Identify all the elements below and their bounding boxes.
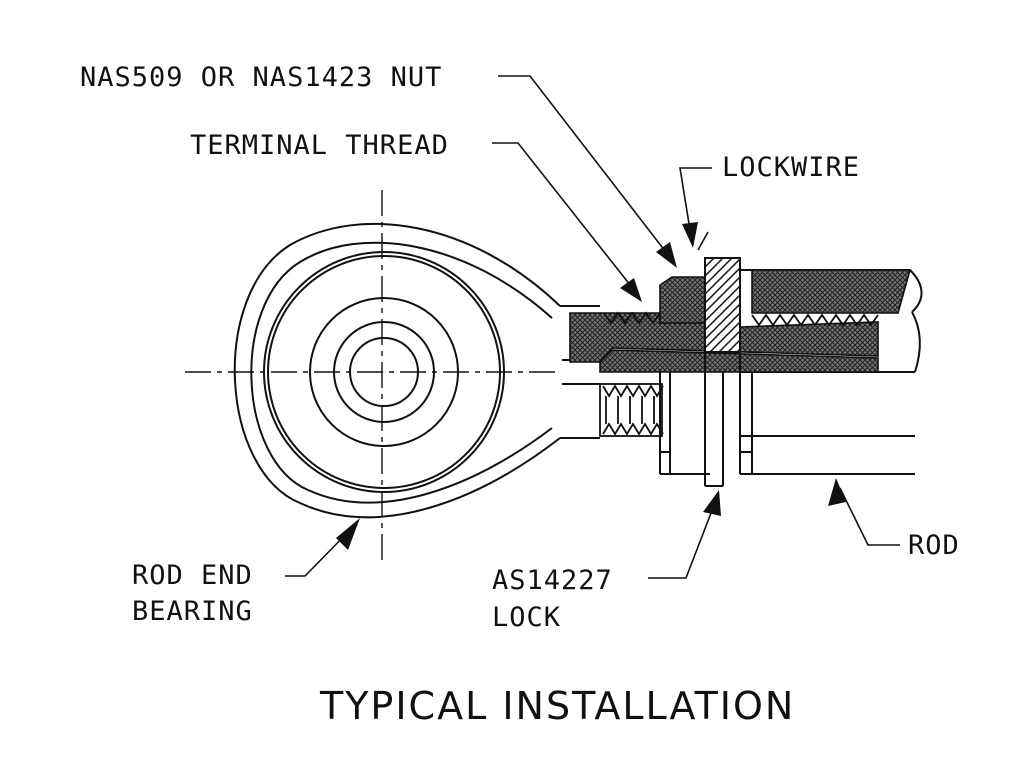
label-rod: ROD (908, 530, 960, 561)
jam-nut (659, 276, 706, 324)
label-bearing-line2: BEARING (132, 596, 253, 627)
label-nut: NAS509 OR NAS1423 NUT (80, 62, 443, 93)
rod-end-bearing (233, 222, 600, 519)
label-terminal-thread: TERMINAL THREAD (190, 130, 449, 161)
lock-washer (704, 257, 741, 372)
label-lock-line2: LOCK (492, 602, 562, 633)
shank-threads (599, 383, 664, 437)
rod-wall-section (751, 269, 912, 314)
label-lockwire: LOCKWIRE (722, 152, 861, 183)
caption: TYPICAL INSTALLATION (320, 684, 796, 728)
label-lock-line1: AS14227 (492, 565, 613, 596)
leaders (285, 75, 900, 579)
arrowheads (336, 222, 846, 550)
label-bearing-line1: ROD END (132, 560, 253, 591)
